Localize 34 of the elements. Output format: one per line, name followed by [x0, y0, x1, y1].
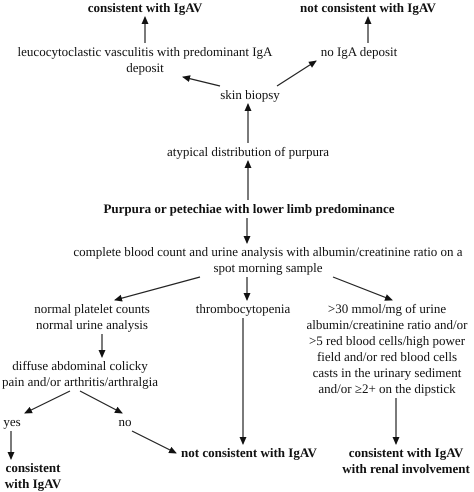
arrow: [80, 390, 123, 414]
arrow: [244, 103, 252, 143]
outcome-text: consistent with IgAV: [0, 460, 66, 492]
arrow: [364, 16, 372, 43]
arrow: [8, 431, 14, 460]
answer-text: yes: [0, 414, 24, 430]
arrow: [98, 334, 106, 358]
outcome-text: not consistent with IgAV: [292, 0, 444, 16]
arrow: [24, 390, 70, 414]
start-text: Purpura or petechiae with lower limb predominance: [94, 201, 404, 217]
finding-text: >30 mmol/mg of urine albumin/creatinine ratio and/or >5 red blood cells/high power field and/or red blood cells casts in the urinary sediment and/or ≥2+ on the dipstick: [303, 301, 471, 397]
arrow: [182, 75, 220, 87]
finding-text: leucocytoclastic vasculitis with predominant IgA deposit: [0, 44, 290, 76]
step-text: complete blood count and urine analysis with albumin/creatinine ratio on a spot morning sample: [66, 244, 470, 276]
arrow: [392, 398, 400, 445]
arrow: [132, 430, 177, 454]
arrow: [244, 277, 250, 301]
arrow: [244, 218, 250, 244]
answer-text: no: [114, 414, 136, 430]
arrow: [332, 276, 393, 301]
outcome-text: consistent with IgAV: [75, 0, 215, 16]
arrow: [142, 16, 148, 43]
finding-text: no IgA deposit: [313, 44, 405, 60]
outcome-text: not consistent with IgAV: [178, 445, 320, 461]
finding-text: atypical distribution of purpura: [158, 144, 338, 160]
arrow: [276, 60, 317, 86]
step-text: skin biopsy: [212, 87, 288, 103]
arrow: [240, 318, 246, 445]
outcome-text: consistent with IgAV with renal involvement: [340, 445, 472, 477]
finding-text: normal platelet counts normal urine analysis: [30, 301, 154, 333]
finding-text: thrombocytopenia: [190, 301, 296, 317]
question-text: diffuse abdominal colicky pain and/or arthritis/arthralgia: [0, 358, 160, 390]
arrow: [114, 276, 200, 302]
arrow: [244, 160, 252, 200]
